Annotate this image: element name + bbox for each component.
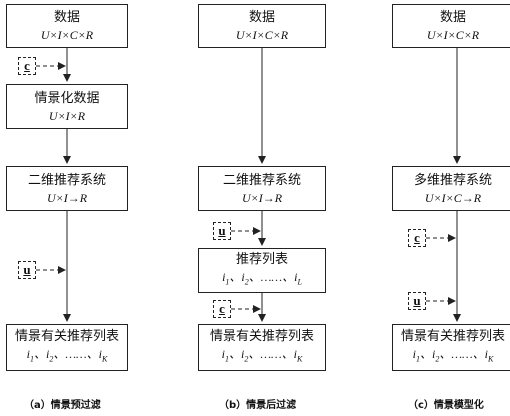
context-marker-c-c: c xyxy=(408,229,426,247)
box-title: 情景有关推荐列表 xyxy=(14,328,119,344)
box-formula: U×I→R xyxy=(46,190,88,205)
box-formula: U×I→R xyxy=(241,190,283,205)
box-b-2d-recommender: 二维推荐系统 U×I→R xyxy=(198,166,326,211)
box-item-list: i1、i2、……、iL xyxy=(222,269,302,287)
box-item-list: i1、i2、……、iK xyxy=(412,346,494,364)
box-formula: U×I×C→R xyxy=(424,190,482,205)
box-a-contextual-data: 情景化数据 U×I×R xyxy=(6,84,128,129)
box-item-list: i1、i2、……、iK xyxy=(221,346,303,364)
box-formula: U×I×R xyxy=(48,108,86,123)
context-marker-b-u: u xyxy=(213,222,231,240)
box-a-context-list: 情景有关推荐列表 i1、i2、……、iK xyxy=(6,324,128,371)
box-formula: U×I×C×R xyxy=(426,28,480,42)
box-title: 数据 xyxy=(439,10,466,25)
box-item-list: i1、i2、……、iK xyxy=(26,346,108,364)
box-c-context-list: 情景有关推荐列表 i1、i2、……、iK xyxy=(392,324,510,371)
box-b-context-list: 情景有关推荐列表 i1、i2、……、iK xyxy=(198,324,326,371)
context-marker-b-c: c xyxy=(213,300,231,318)
box-title: 数据 xyxy=(248,10,275,25)
caption-a: （a）情景预过滤 xyxy=(24,400,101,411)
box-title: 多维推荐系统 xyxy=(413,172,492,188)
box-formula: U×I×C×R xyxy=(40,28,94,42)
context-marker-a-c: c xyxy=(18,57,36,75)
box-formula: U×I×C×R xyxy=(235,28,289,42)
box-a-2d-recommender: 二维推荐系统 U×I→R xyxy=(6,166,128,211)
box-title: 情景化数据 xyxy=(34,90,100,106)
caption-c: （c）情景模型化 xyxy=(408,400,484,411)
caption-b: （b）情景后过滤 xyxy=(219,400,297,411)
box-c-multi-recommender: 多维推荐系统 U×I×C→R xyxy=(392,166,510,211)
box-title: 情景有关推荐列表 xyxy=(209,328,314,344)
box-title: 情景有关推荐列表 xyxy=(400,328,505,344)
box-title: 数据 xyxy=(53,10,80,25)
box-b-recommend-list: 推荐列表 i1、i2、……、iL xyxy=(198,248,326,293)
box-c-data: 数据 U×I×C×R xyxy=(392,4,510,48)
context-marker-a-u: u xyxy=(18,261,36,279)
box-a-data: 数据 U×I×C×R xyxy=(6,4,128,48)
box-title: 二维推荐系统 xyxy=(222,172,301,188)
box-title: 推荐列表 xyxy=(235,251,288,267)
box-title: 二维推荐系统 xyxy=(27,172,106,188)
box-b-data: 数据 U×I×C×R xyxy=(198,4,326,48)
context-marker-c-u: u xyxy=(408,292,426,310)
